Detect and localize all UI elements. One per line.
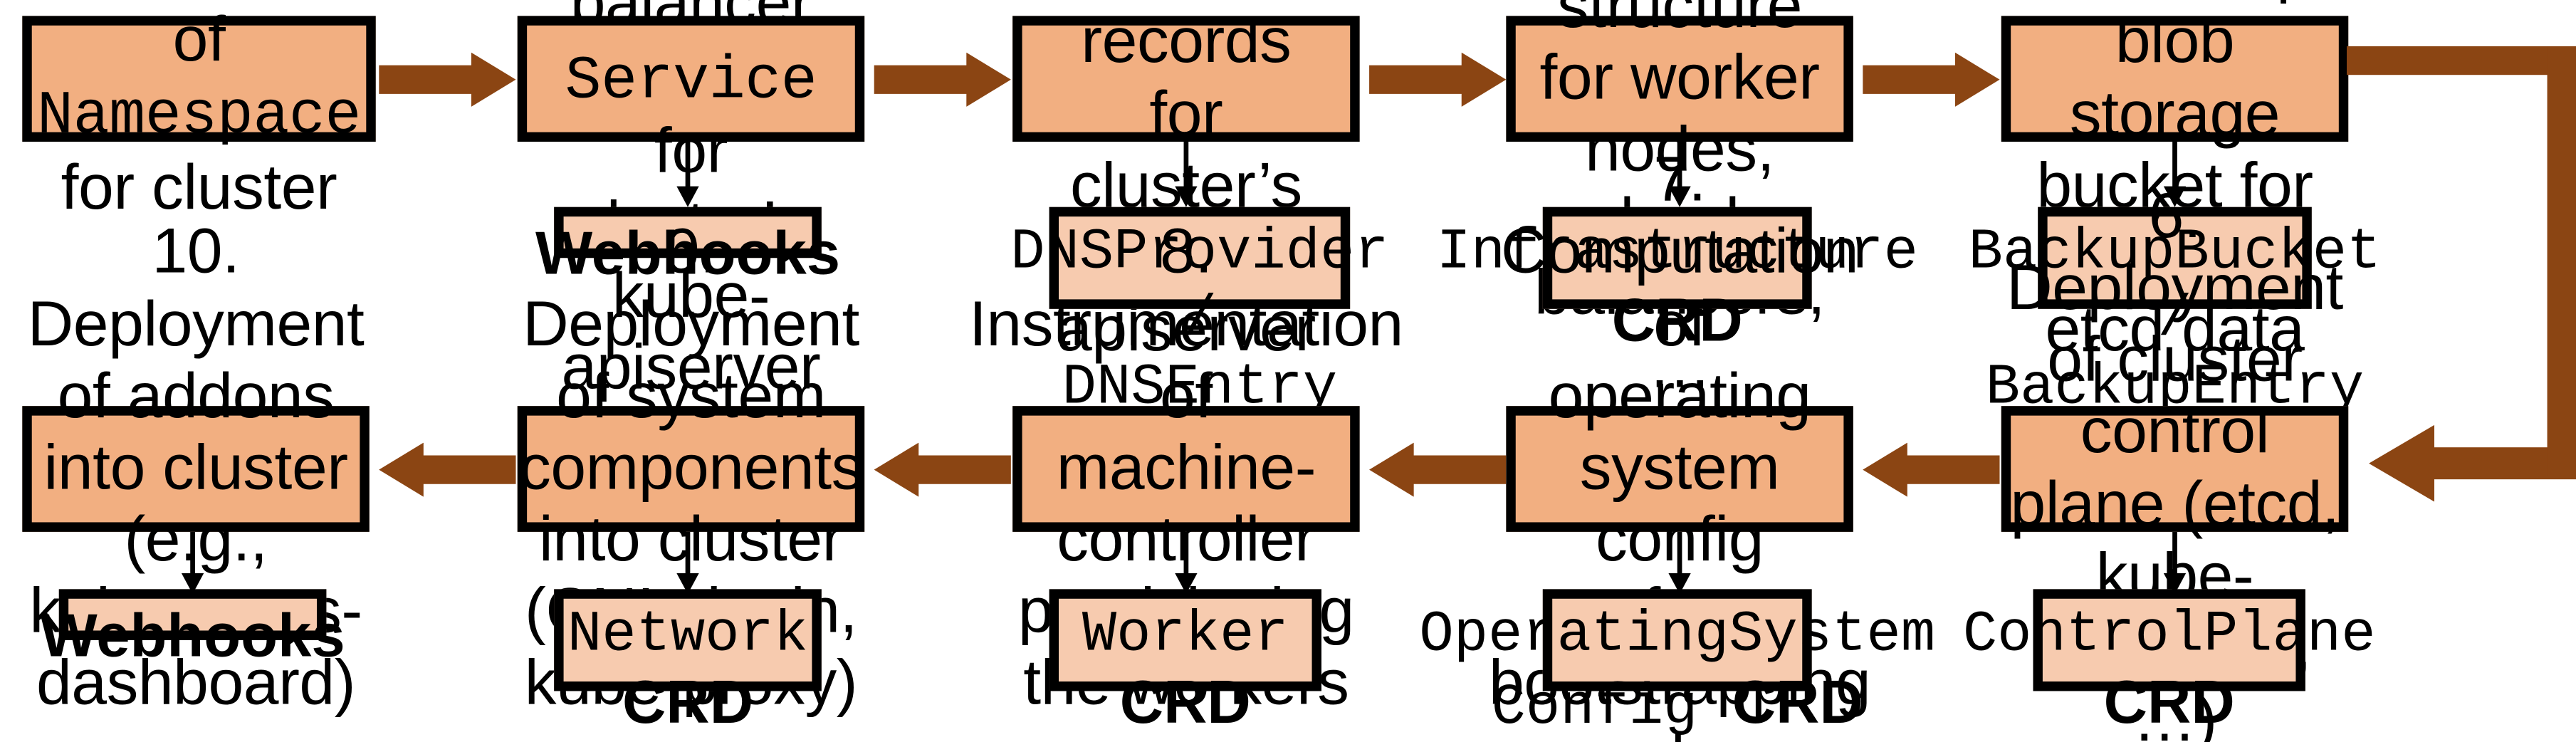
- connector-step3-to-crd: [1173, 142, 1199, 209]
- artifact-box-step6: ControlPlane CRD Webhooks: [1963, 589, 2376, 738]
- step-box-3: 3. Creation of DNSrecords for cluster’sk…: [1012, 0, 1360, 365]
- artifact-label-controlplane-crd: ControlPlane CRD: [1962, 602, 2376, 738]
- artifact-box-step10: Webhooks: [41, 589, 345, 670]
- connector-step2-to-webhooks: [675, 142, 701, 209]
- connector-step9-to-crd: [675, 531, 701, 595]
- connector-step10-to-webhooks: [180, 531, 206, 595]
- connector-step5-to-crd: [2162, 142, 2188, 209]
- arrow-step3-to-step4: [1369, 52, 1507, 107]
- connector-step7-to-crd: [1667, 531, 1692, 595]
- artifact-label-webhooks-10: Webhooks: [40, 603, 345, 671]
- connector-step6-to-crd: [2162, 531, 2188, 595]
- artifact-cell-network-crd: Network CRD: [564, 599, 812, 742]
- artifact-cell-webhooks-10: Webhooks: [41, 599, 345, 676]
- connector-step4-to-crd: [1667, 142, 1692, 209]
- step-box-5: 5. Preparation of backupblob storage buc…: [2001, 0, 2349, 365]
- arrow-step2-to-step3: [874, 52, 1011, 107]
- arrow-step1-to-step2: [379, 52, 516, 107]
- arrow-step5-to-step6-wrap: [2347, 46, 2576, 508]
- step-box-8: 8. Instrumentation ofmachine-controllerp…: [969, 217, 1403, 719]
- arrow-step7-to-step8: [1369, 442, 1507, 497]
- artifact-box-step9: Network CRD Webhooks: [554, 589, 822, 738]
- connector-step8-to-crd: [1173, 531, 1199, 595]
- step-box-2: 2. Creation of loadbalancer Service forc…: [517, 0, 865, 403]
- arrow-step8-to-step9: [874, 442, 1011, 497]
- artifact-cell-controlplane-crd: ControlPlane CRD: [1963, 599, 2376, 742]
- arrow-step6-to-step7: [1863, 442, 2000, 497]
- step-box-4: 4. Preparation of infra-structure for wo…: [1506, 0, 1853, 401]
- arrow-step9-to-step10: [379, 442, 516, 497]
- artifact-label-network-crd: Network CRD: [567, 602, 809, 738]
- artifact-label-webhooks: Webhooks: [535, 221, 841, 288]
- artifact-box-step2: Webhooks: [535, 207, 840, 288]
- artifact-cell-webhooks: Webhooks: [535, 216, 840, 294]
- arrow-step4-to-step5: [1863, 52, 2000, 107]
